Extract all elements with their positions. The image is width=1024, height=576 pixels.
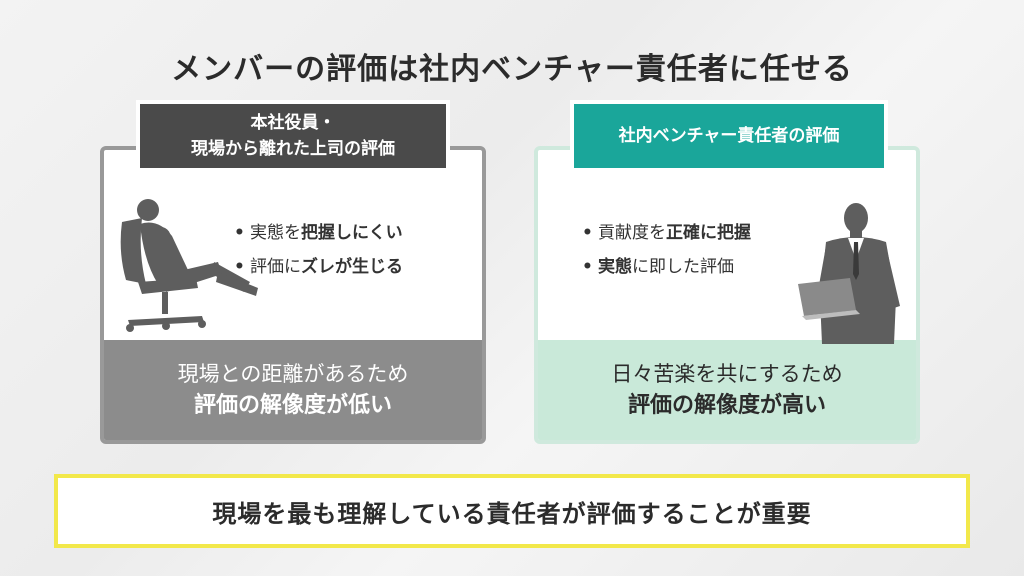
bullet-emphasis: 実態 <box>598 257 632 277</box>
left-label-line1: 本社役員・ <box>250 113 336 133</box>
right-bullet-item: •貢献度を正確に把握 <box>582 216 751 250</box>
left-bullet-list: •実態を把握しにくい •評価にズレが生じる <box>234 216 403 284</box>
left-bullet-item: •実態を把握しにくい <box>234 216 403 250</box>
bullet-dot: • <box>234 223 245 243</box>
right-panel-summary: 日々苦楽を共にするため 評価の解像度が高い <box>538 340 916 440</box>
left-panel-summary: 現場との距離があるため 評価の解像度が低い <box>104 340 482 440</box>
conclusion-box: 現場を最も理解している責任者が評価することが重要 <box>54 474 970 548</box>
left-panel: 現場との距離があるため 評価の解像度が低い <box>100 146 486 444</box>
left-panel-label: 本社役員・ 現場から離れた上司の評価 <box>136 100 450 172</box>
bullet-text: 評価に <box>250 257 301 277</box>
right-bullet-item: •実態に即した評価 <box>582 250 751 284</box>
bullet-dot: • <box>582 257 593 277</box>
reclining-man-in-office-chair-icon <box>120 199 258 332</box>
bullet-text: 貢献度を <box>598 223 666 243</box>
bullet-dot: • <box>582 223 593 243</box>
right-bullet-list: •貢献度を正確に把握 •実態に即した評価 <box>582 216 751 284</box>
bullet-emphasis: 正確に把握 <box>666 223 751 243</box>
right-panel-label: 社内ベンチャー責任者の評価 <box>570 100 888 172</box>
left-summary-line2: 評価の解像度が低い <box>193 393 392 418</box>
bullet-emphasis: 把握しにくい <box>301 223 403 243</box>
bullet-text: に即した評価 <box>632 257 734 277</box>
bullet-dot: • <box>234 257 245 277</box>
businessman-with-laptop-icon <box>798 203 900 344</box>
bullet-text: 実態を <box>250 223 301 243</box>
bullet-emphasis: ズレが生じる <box>301 257 403 277</box>
left-summary-line1: 現場との距離があるため <box>177 362 409 386</box>
left-label-line2: 現場から離れた上司の評価 <box>191 139 395 159</box>
page-title: メンバーの評価は社内ベンチャー責任者に任せる <box>171 52 853 87</box>
right-summary-line2: 評価の解像度が高い <box>627 393 826 418</box>
right-summary-line1: 日々苦楽を共にするため <box>611 362 843 386</box>
right-label-text: 社内ベンチャー責任者の評価 <box>618 126 840 146</box>
left-bullet-item: •評価にズレが生じる <box>234 250 403 284</box>
